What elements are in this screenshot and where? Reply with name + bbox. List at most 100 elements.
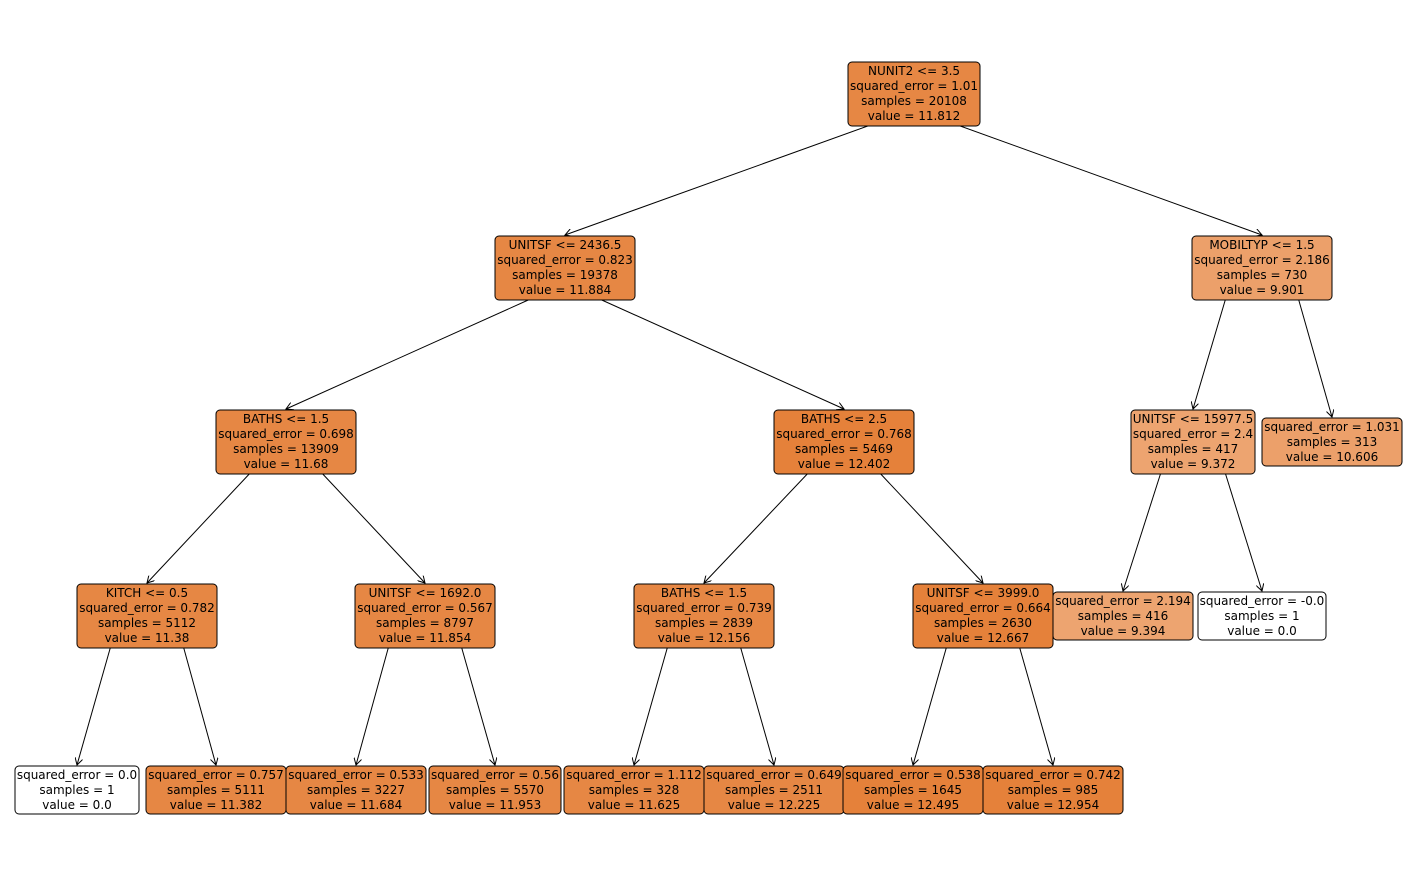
node-box bbox=[215, 409, 357, 475]
node-line: UNITSF <= 3999.0 bbox=[927, 586, 1040, 600]
node-line: samples = 416 bbox=[1078, 609, 1168, 623]
node-box bbox=[1197, 591, 1327, 641]
node-line: UNITSF <= 1692.0 bbox=[369, 586, 482, 600]
node-line: samples = 13909 bbox=[233, 442, 339, 456]
node-line: samples = 985 bbox=[1008, 783, 1098, 797]
edge-n10-n20 bbox=[1019, 647, 1053, 765]
node-box bbox=[633, 583, 775, 649]
edge-n5-n12 bbox=[1225, 473, 1262, 591]
node-box bbox=[982, 765, 1124, 815]
node-line: samples = 8797 bbox=[376, 616, 474, 630]
node-box bbox=[773, 409, 915, 475]
node-line: value = 11.953 bbox=[449, 798, 541, 812]
edge-root-n1 bbox=[565, 125, 868, 235]
node-line: value = 11.38 bbox=[105, 631, 190, 645]
node-box bbox=[494, 235, 636, 301]
node-box bbox=[76, 583, 218, 649]
node-line: samples = 3227 bbox=[307, 783, 405, 797]
node-line: samples = 20108 bbox=[861, 94, 967, 108]
node-line: value = 10.606 bbox=[1286, 450, 1378, 464]
node-line: value = 11.625 bbox=[588, 798, 680, 812]
node-line: squared_error = 0.533 bbox=[288, 768, 424, 782]
node-line: value = 0.0 bbox=[42, 798, 112, 812]
node-line: value = 9.901 bbox=[1220, 283, 1305, 297]
node-line: BATHS <= 1.5 bbox=[243, 412, 329, 426]
node-line: samples = 1 bbox=[1224, 609, 1299, 623]
tree-edges bbox=[77, 125, 1332, 765]
node-line: squared_error = 0.782 bbox=[79, 601, 215, 615]
node-line: samples = 5570 bbox=[446, 783, 544, 797]
node-line: squared_error = 0.649 bbox=[706, 768, 842, 782]
node-line: squared_error = 0.56 bbox=[431, 768, 559, 782]
node-line: squared_error = 1.112 bbox=[566, 768, 702, 782]
node-box bbox=[285, 765, 427, 815]
node-line: squared_error = 1.031 bbox=[1264, 420, 1400, 434]
edge-n7-n13 bbox=[77, 647, 111, 765]
node-line: UNITSF <= 15977.5 bbox=[1133, 412, 1254, 426]
node-line: value = 12.402 bbox=[798, 457, 890, 471]
edge-n5-n11 bbox=[1123, 473, 1161, 591]
node-line: squared_error = 2.194 bbox=[1055, 594, 1191, 608]
node-line: squared_error = -0.0 bbox=[1200, 594, 1325, 608]
node-line: value = 12.495 bbox=[867, 798, 959, 812]
node-line: samples = 328 bbox=[589, 783, 679, 797]
edge-n2-n5 bbox=[1193, 299, 1226, 409]
edge-n10-n19 bbox=[913, 647, 947, 765]
node-line: squared_error = 0.742 bbox=[985, 768, 1121, 782]
node-line: NUNIT2 <= 3.5 bbox=[868, 64, 960, 78]
node-line: BATHS <= 2.5 bbox=[801, 412, 887, 426]
node-box bbox=[1052, 591, 1194, 641]
node-line: value = 11.382 bbox=[170, 798, 262, 812]
node-line: squared_error = 0.0 bbox=[17, 768, 137, 782]
node-line: samples = 5112 bbox=[98, 616, 196, 630]
node-line: samples = 19378 bbox=[512, 268, 618, 282]
node-line: value = 11.68 bbox=[244, 457, 329, 471]
node-line: value = 11.884 bbox=[519, 283, 611, 297]
node-box bbox=[354, 583, 496, 649]
node-line: value = 11.812 bbox=[868, 109, 960, 123]
node-line: squared_error = 2.4 bbox=[1133, 427, 1253, 441]
edge-root-n2 bbox=[960, 125, 1262, 235]
edge-n8-n16 bbox=[461, 647, 495, 765]
node-line: UNITSF <= 2436.5 bbox=[509, 238, 622, 252]
node-line: samples = 5469 bbox=[795, 442, 893, 456]
node-line: squared_error = 0.538 bbox=[845, 768, 981, 782]
node-line: KITCH <= 0.5 bbox=[106, 586, 188, 600]
node-line: samples = 730 bbox=[1217, 268, 1307, 282]
node-line: value = 12.954 bbox=[1007, 798, 1099, 812]
edge-n1-n3 bbox=[286, 299, 529, 409]
edge-n4-n10 bbox=[880, 473, 983, 583]
node-line: samples = 313 bbox=[1287, 435, 1377, 449]
node-line: squared_error = 1.01 bbox=[850, 79, 978, 93]
node-line: value = 9.372 bbox=[1151, 457, 1236, 471]
node-line: squared_error = 0.664 bbox=[915, 601, 1051, 615]
node-line: squared_error = 0.757 bbox=[148, 768, 284, 782]
node-box bbox=[1191, 235, 1333, 301]
node-box bbox=[1261, 417, 1403, 467]
node-line: samples = 2511 bbox=[725, 783, 823, 797]
node-box bbox=[428, 765, 562, 815]
edge-n3-n7 bbox=[147, 473, 250, 583]
edge-n1-n4 bbox=[601, 299, 844, 409]
node-line: value = 11.854 bbox=[379, 631, 471, 645]
edge-n8-n15 bbox=[356, 647, 389, 765]
node-line: squared_error = 0.768 bbox=[776, 427, 912, 441]
edge-n2-n6 bbox=[1298, 299, 1332, 417]
node-line: value = 9.394 bbox=[1081, 624, 1166, 638]
